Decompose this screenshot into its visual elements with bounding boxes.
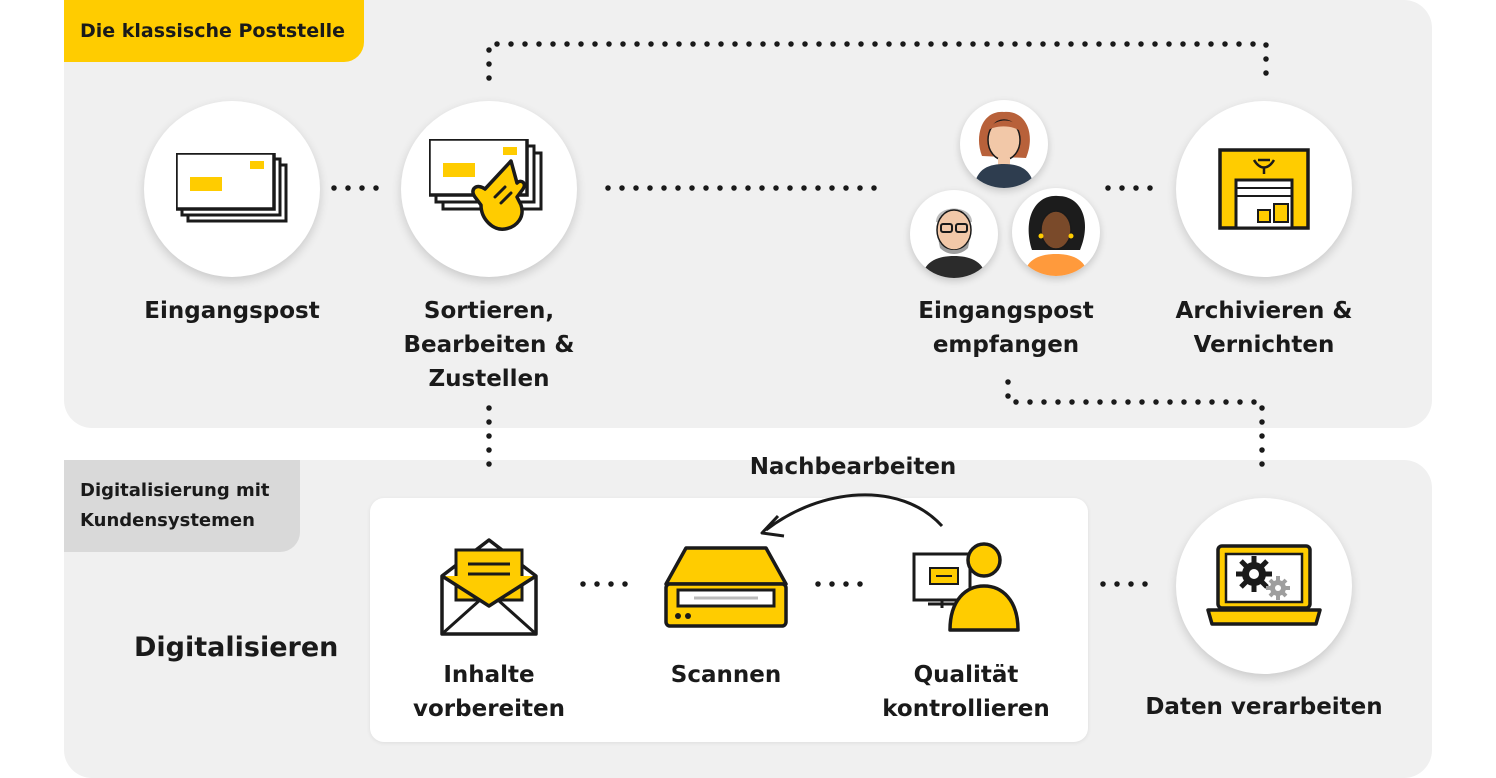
digital-section-tag: Digitalisierung mit Kundensystemen <box>64 460 300 552</box>
step-sort-circle <box>401 101 577 277</box>
envelopes-icon <box>176 153 288 223</box>
step-prepare-label: Inhalte vorbereiten <box>413 662 565 722</box>
person-woman-dark-hair-avatar <box>1012 188 1100 276</box>
person-woman-avatar <box>960 100 1048 188</box>
step-incoming-mail-label: Eingangspost <box>144 298 320 324</box>
step-archive-circle <box>1176 101 1352 277</box>
step-quality-label: Qualität kontrollieren <box>882 662 1050 722</box>
step-receive-label: Eingangspost empfangen <box>918 298 1094 358</box>
feedback-label: Nachbearbeiten <box>749 454 957 480</box>
laptop-gears-icon <box>1206 544 1322 626</box>
open-envelope-icon <box>440 538 538 636</box>
quality-check-icon <box>912 542 1020 632</box>
feedback-arrow-head <box>760 514 785 538</box>
hand-sorting-icon <box>429 139 543 231</box>
gear-icon <box>1236 556 1272 592</box>
feedback-arrow <box>765 493 944 532</box>
scanner-icon <box>664 546 788 628</box>
posthorn-icon <box>1252 158 1276 174</box>
step-incoming-mail-circle <box>144 101 320 277</box>
person-man-glasses-avatar <box>910 190 998 278</box>
connector-receive-to-data <box>1005 379 1265 479</box>
step-data-processing-circle <box>1176 498 1352 674</box>
step-data-processing-label: Daten verarbeiten <box>1145 694 1383 720</box>
digitalize-heading: Digitalisieren <box>134 632 339 663</box>
step-scan-label: Scannen <box>670 662 782 688</box>
warehouse-icon <box>1218 148 1310 230</box>
classic-section-tag: Die klassische Poststelle <box>64 0 364 62</box>
small-gear-icon <box>1266 576 1290 600</box>
step-archive-label: Archivieren & Vernichten <box>1175 298 1353 358</box>
step-sort-label: Sortieren, Bearbeiten & Zustellen <box>403 298 575 392</box>
connector-top-loop <box>486 41 1269 81</box>
